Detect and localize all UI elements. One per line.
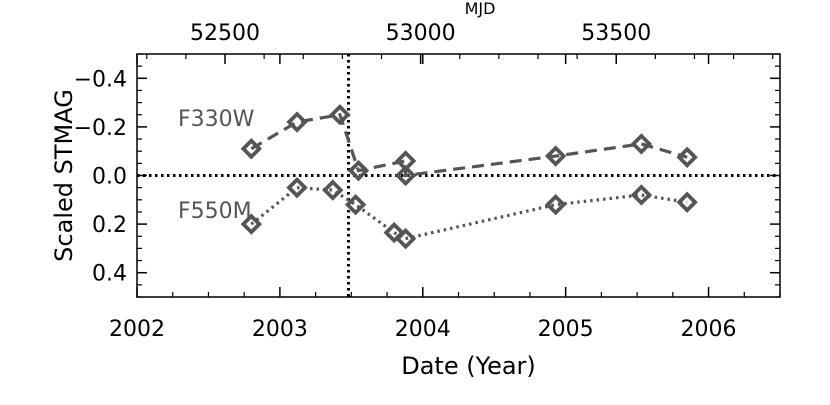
x-tick-label: 2003 [252,317,308,342]
x-tick-label: 2004 [395,317,451,342]
reference-lines [137,54,780,297]
data-point-f550m [676,191,698,213]
top-tick-label: 53000 [386,21,456,46]
data-point-f550m [240,213,262,235]
y-axis-ticks: −0.4 −0.2 0.0 0.2 0.4 [74,53,780,298]
series-layer [240,104,698,250]
y-tick-label: 0.2 [92,213,127,238]
data-point-f550m [344,193,367,216]
data-point-f330w [240,138,262,160]
series-label-f550m: F550M [178,199,252,224]
series-line-f330w [250,112,688,178]
top-tick-label: 52500 [190,21,260,46]
top-axis-title: MJD [465,0,496,18]
data-point-f550m [322,179,344,201]
series-labels: F330W F550M [178,107,255,224]
data-point-f550m [630,184,653,206]
top-tick-label: 53500 [581,21,651,46]
top-axis-ticks: 52500 53000 53500 [146,21,774,64]
data-point-f330w [329,104,351,126]
data-point-f330w [544,145,567,167]
data-point-f550m [394,227,417,250]
x-tick-label: 2002 [109,317,165,342]
data-point-f330w [630,133,653,155]
data-point-f330w [394,164,417,187]
data-point-f330w [347,159,370,182]
x-tick-label: 2006 [681,317,737,342]
y-tick-label: −0.2 [74,116,127,141]
series-label-f330w: F330W [178,107,255,132]
data-point-f330w [286,111,308,133]
x-tick-label: 2005 [538,317,594,342]
data-point-f550m [286,176,308,199]
y-tick-label: 0.4 [92,262,127,287]
data-point-f550m [544,193,567,216]
x-axis-title: Date (Year) [401,352,536,380]
x-axis-ticks: 2002 2003 2004 2005 2006 [109,54,781,342]
y-axis-title: Scaled STMAG [50,89,78,262]
data-point-f330w [676,146,698,168]
y-tick-label: −0.4 [74,67,127,92]
series-line-f550m [250,186,688,241]
y-tick-label: 0.0 [92,165,127,190]
data-point-f550m [383,221,405,244]
